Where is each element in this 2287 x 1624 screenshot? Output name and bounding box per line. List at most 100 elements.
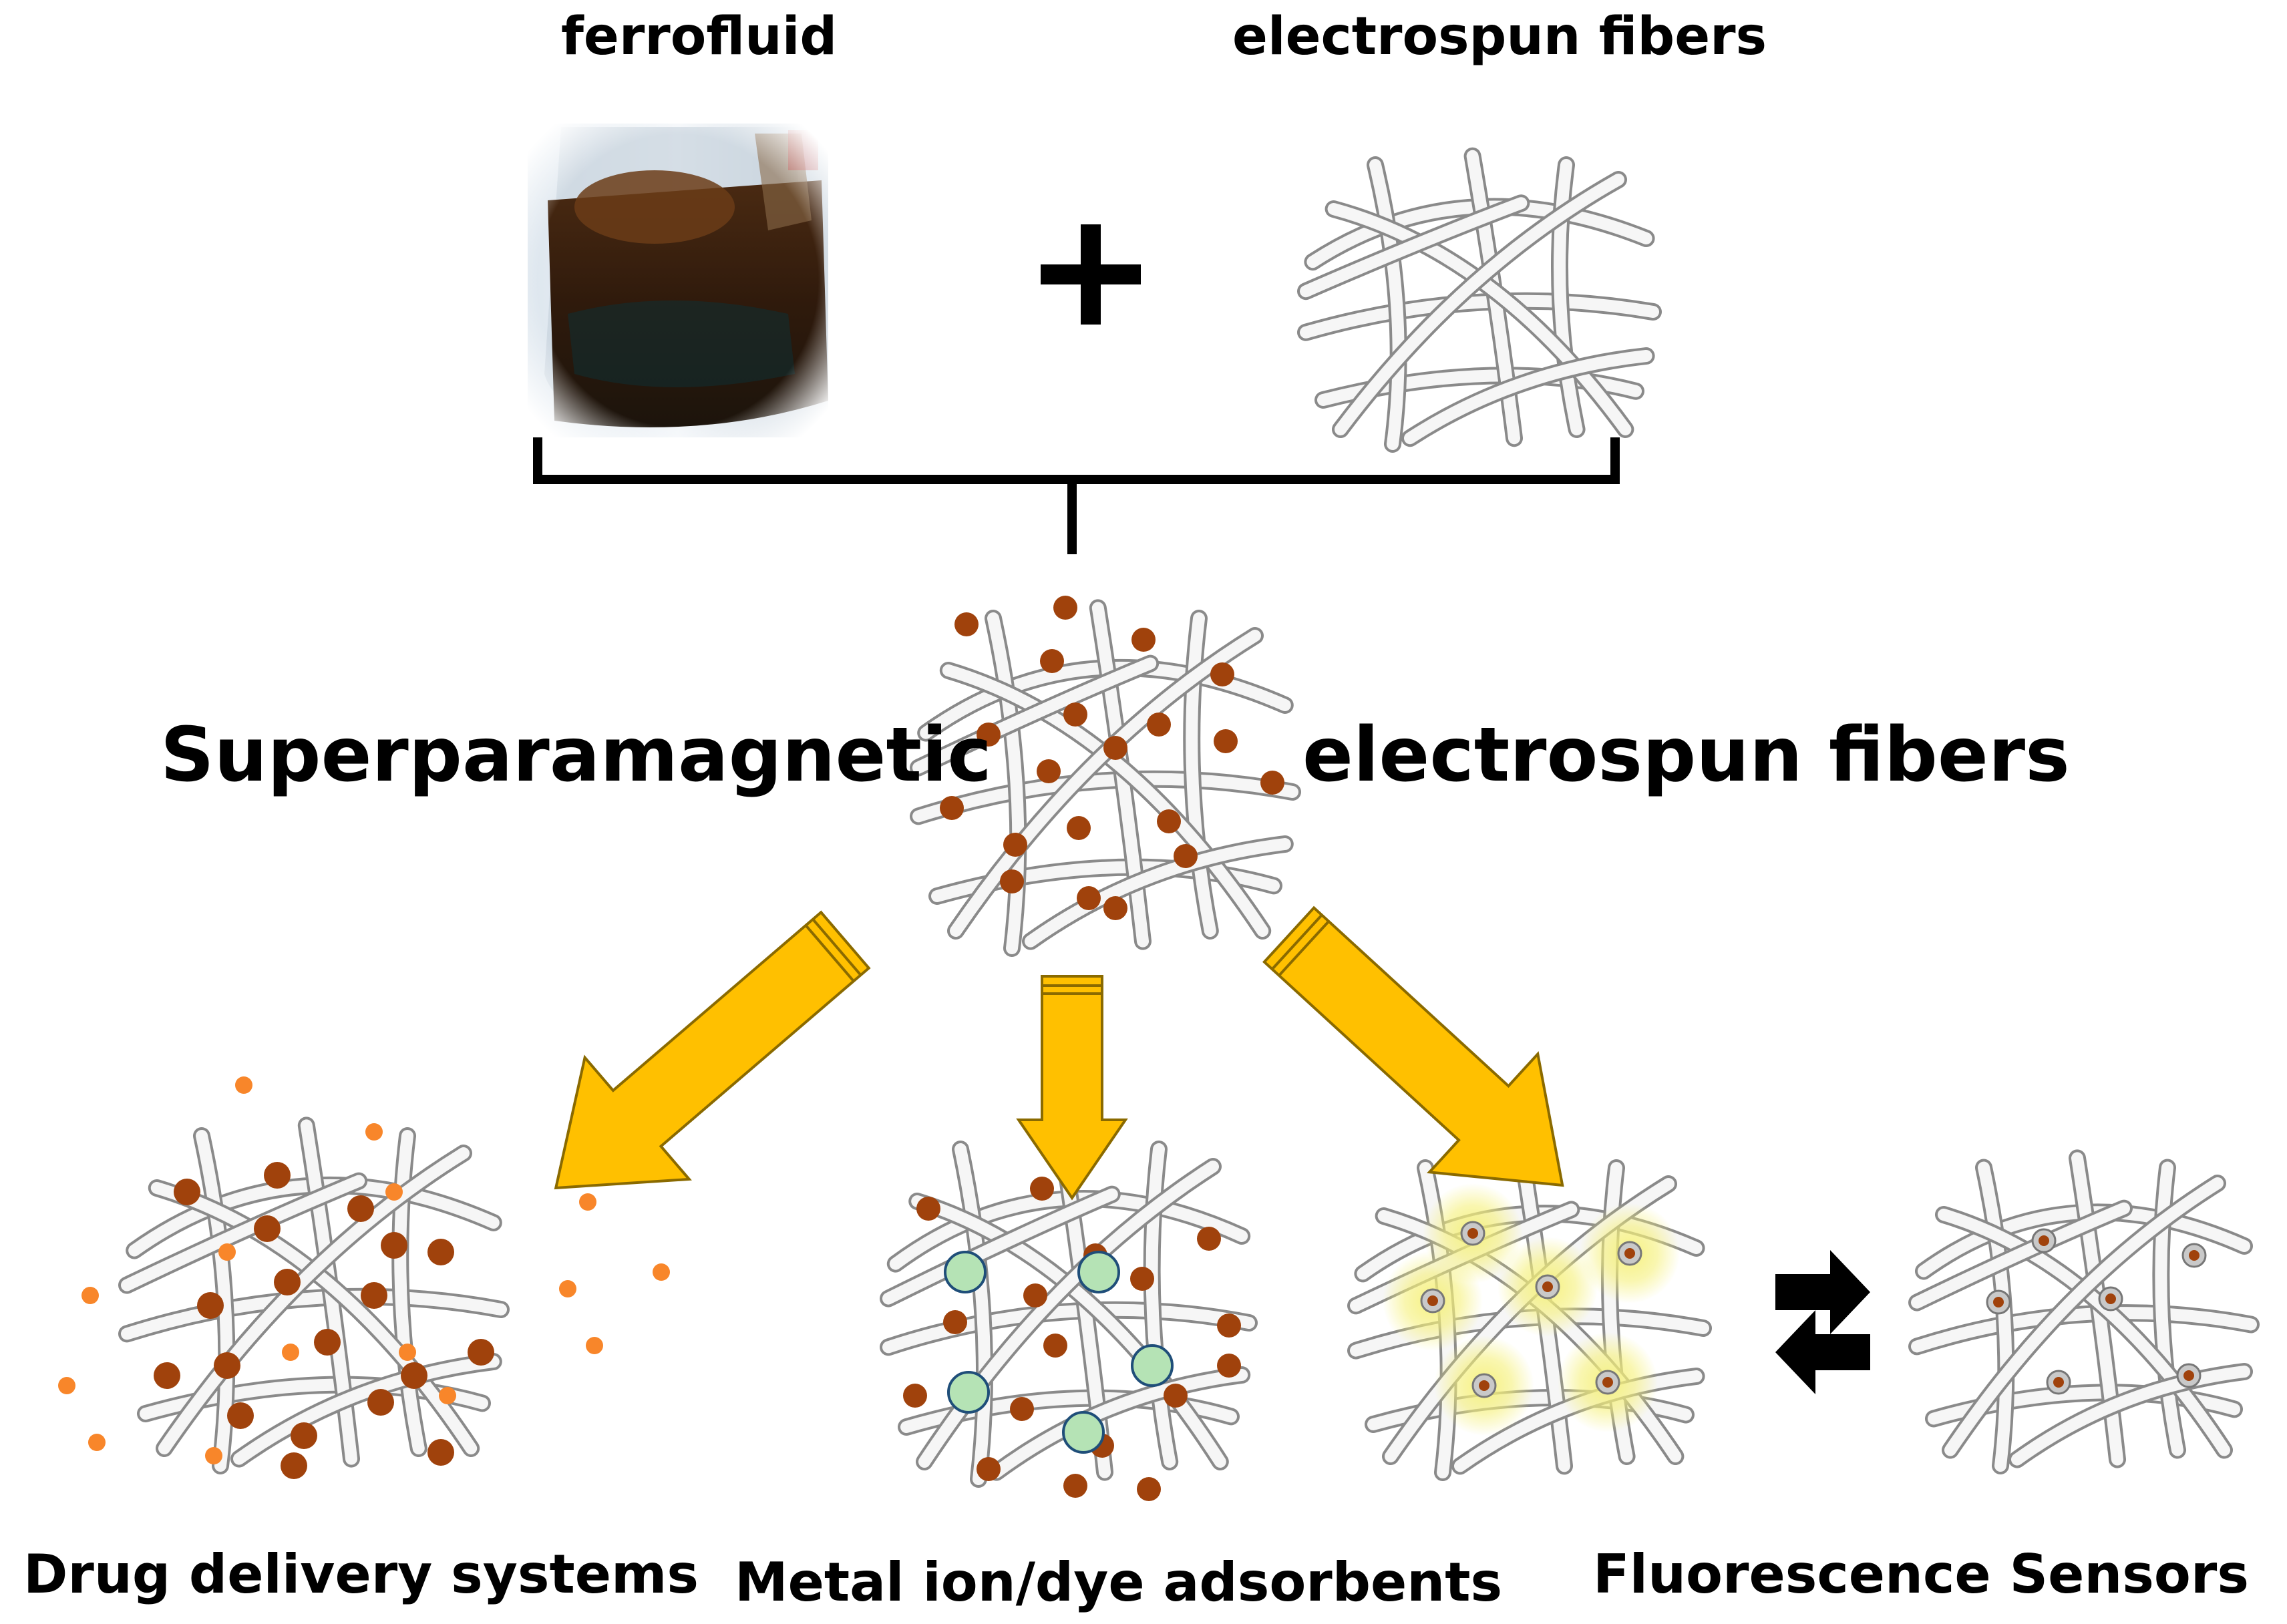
electrospun-fibers-mid-label: electrospun fibers (1302, 712, 2070, 799)
fiber-strand (912, 657, 1157, 774)
fiber-strand (158, 1147, 470, 1454)
fiber-strand (991, 1369, 1248, 1478)
magnetic-nanoparticle (916, 1197, 940, 1221)
fiber-strand (1404, 350, 1652, 445)
magnetic-nanoparticle (1037, 759, 1061, 783)
adsorbed-species (1062, 1411, 1105, 1454)
released-drug-molecule (282, 1344, 299, 1361)
fiber-strand (394, 1130, 425, 1454)
fiber-strand (1938, 1209, 2230, 1456)
magnetic-nanoparticle (427, 1239, 454, 1265)
magnetic-nanoparticle (1043, 1334, 1067, 1358)
magnetic-nanoparticle (1023, 1283, 1047, 1307)
fluorescence-sensors-label: Fluorescence Sensors (1593, 1543, 2249, 1605)
curly-brace (533, 437, 1620, 554)
fiber-strand (150, 1182, 478, 1454)
magnetic-nanoparticle (281, 1452, 307, 1479)
magnetic-nanoparticle (154, 1362, 180, 1389)
released-drug-molecule (218, 1243, 236, 1261)
released-drug-molecule (81, 1287, 99, 1304)
magnetic-nanoparticle (1197, 1227, 1221, 1251)
magnetic-nanoparticle (1067, 816, 1091, 840)
magnetic-nanoparticle (214, 1352, 240, 1379)
magnetic-nanoparticle (903, 1384, 927, 1408)
adsorbed-species (1077, 1251, 1120, 1293)
fiber-strand (954, 1143, 991, 1485)
released-drug-molecule (385, 1183, 403, 1201)
electrospun-fiber-mesh (1297, 147, 1662, 453)
fiber-strand (911, 1195, 1226, 1468)
magnetic-nanoparticle (468, 1339, 494, 1366)
fiber-strand (1306, 200, 1652, 268)
magnetic-nanoparticle (381, 1232, 407, 1259)
fiber-strand (1146, 1143, 1176, 1468)
released-drug-molecule (399, 1344, 416, 1361)
magnetic-nanoparticle (977, 723, 1001, 747)
fiber-strand (2155, 1161, 2183, 1456)
magnetic-nanoparticle (254, 1215, 281, 1242)
magnetic-nanoparticle (197, 1292, 224, 1319)
fiber-strand (912, 773, 1298, 823)
drug-delivery-fiber-mesh (58, 1076, 670, 1479)
quenched-particle (2053, 1377, 2064, 1388)
released-drug-molecule (559, 1280, 576, 1297)
released-drug-molecule (439, 1387, 456, 1404)
magnetic-nanoparticle (1003, 833, 1027, 857)
released-drug-molecule (579, 1193, 596, 1211)
arrow-to-adsorbents (1016, 975, 1128, 1201)
fiber-strand (128, 1179, 500, 1257)
fiber-strand (882, 1188, 1118, 1305)
adsorbent-fiber-mesh (880, 1130, 1258, 1501)
fiber-strand (121, 1175, 365, 1291)
fluorescent-fiber-mesh (1347, 1149, 1712, 1481)
magnetic-nanoparticle (1030, 1177, 1054, 1201)
magnetic-nanoparticle (1217, 1354, 1241, 1378)
magnetic-nanoparticle (943, 1310, 967, 1334)
magnetic-nanoparticle (1063, 702, 1087, 727)
fluorophore-particle (1602, 1377, 1613, 1388)
fiber-strand (1300, 197, 1528, 298)
magnetic-nanoparticle (264, 1162, 291, 1189)
magnetic-nanoparticle (1040, 649, 1064, 673)
magnetic-nanoparticle (954, 612, 979, 636)
magnetic-nanoparticle (1103, 736, 1127, 760)
adsorbed-species (1131, 1344, 1174, 1387)
magnetic-nanoparticle (1174, 844, 1198, 868)
fiber-strand (1554, 159, 1583, 435)
plus-icon (1041, 224, 1141, 325)
fiber-strand (1369, 159, 1405, 450)
fluorophore-particle (1624, 1248, 1635, 1259)
magnetic-nanoparticle (1157, 809, 1181, 833)
fiber-strand (882, 1303, 1255, 1354)
ferrofluid-label: ferrofluid (561, 7, 838, 67)
fiber-strand (1911, 1202, 2130, 1309)
electrospun-fibers-top-label: electrospun fibers (1232, 7, 1767, 67)
adsorbed-species (947, 1371, 990, 1414)
fiber-strand (1335, 174, 1624, 435)
quenched-particle (2039, 1235, 2049, 1246)
drug-delivery-label: Drug delivery systems (23, 1543, 699, 1605)
fiber-strand (942, 664, 1269, 937)
fluorophore-particle (1467, 1228, 1478, 1239)
fiber-strand (1025, 838, 1291, 948)
magnetic-nanoparticle (1137, 1477, 1161, 1501)
fiber-strand (1300, 294, 1659, 339)
magnetic-nanoparticle (367, 1389, 394, 1416)
equilibrium-arrows-icon (1775, 1250, 1870, 1394)
fluorophore-particle (1427, 1295, 1438, 1306)
adsorbed-species (944, 1251, 987, 1293)
magnetic-nanoparticle (1077, 886, 1101, 910)
quenched-particle (2105, 1293, 2116, 1304)
released-drug-molecule (365, 1123, 383, 1141)
fiber-strand (233, 1356, 500, 1465)
fiber-strand (1918, 1206, 2250, 1277)
magnetic-nanoparticle (1063, 1474, 1087, 1498)
magnetic-nanoparticle (1130, 1267, 1154, 1291)
released-drug-molecule (653, 1263, 670, 1281)
magnetic-nanoparticle (1131, 628, 1156, 652)
magnetic-nanoparticle (291, 1422, 317, 1449)
fiber-strand (196, 1130, 233, 1472)
released-drug-molecule (586, 1337, 603, 1354)
magnetic-nanoparticle (1210, 662, 1234, 686)
